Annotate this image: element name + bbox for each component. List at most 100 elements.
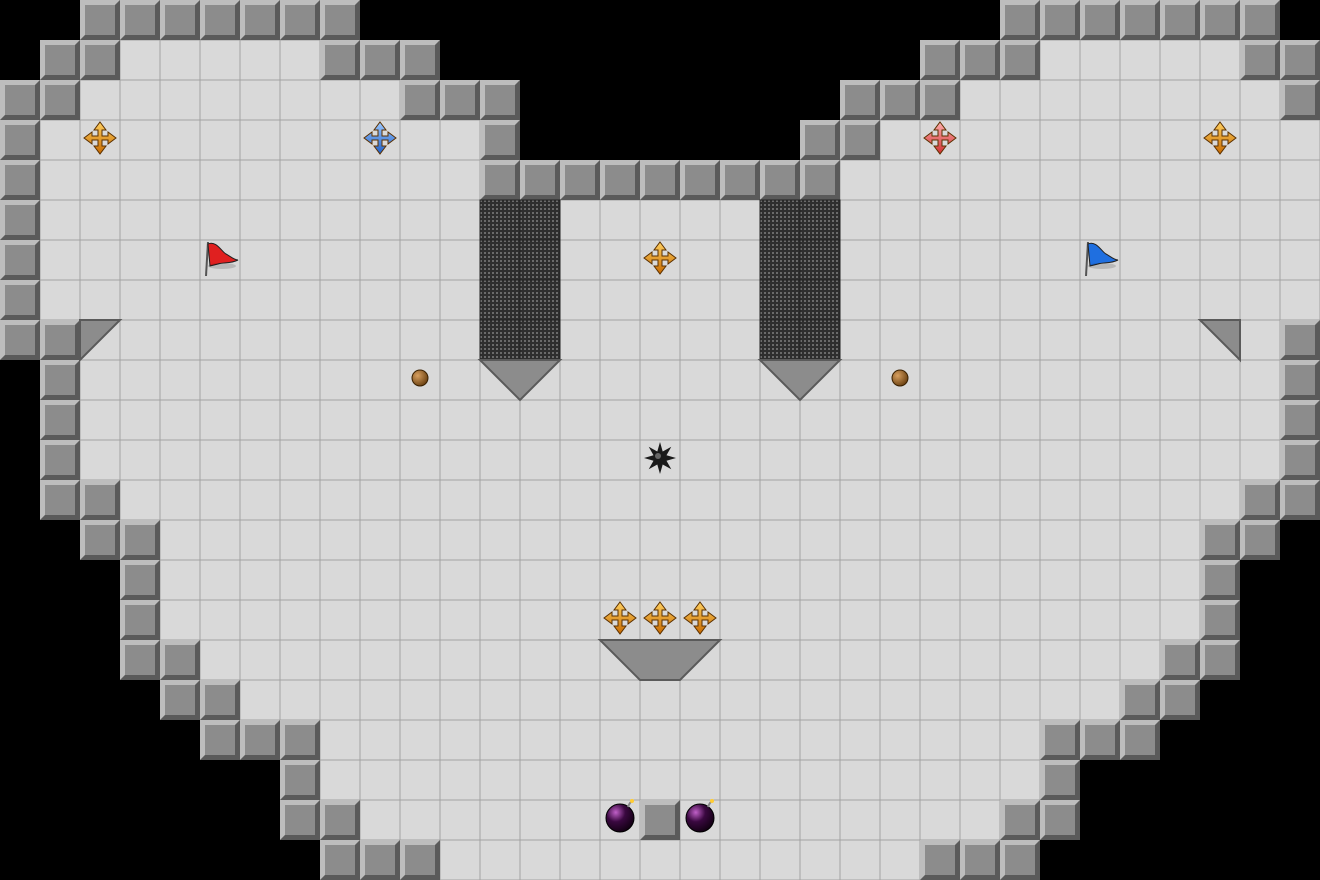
floor-tile — [759, 839, 801, 880]
floor-tile — [999, 119, 1041, 161]
floor-tile — [919, 239, 961, 281]
wall-block — [1200, 600, 1240, 640]
wall-block — [40, 360, 80, 400]
wall-block — [640, 160, 680, 200]
floor-tile — [239, 399, 281, 441]
wall-block — [1280, 80, 1320, 120]
floor-tile — [1039, 39, 1081, 81]
floor-tile — [519, 679, 561, 721]
floor-tile — [399, 439, 441, 481]
floor-tile — [199, 79, 241, 121]
floor-tile — [439, 319, 481, 361]
floor-tile — [879, 559, 921, 601]
wall-block — [1160, 0, 1200, 40]
floor-tile — [1199, 159, 1241, 201]
wall-block — [160, 640, 200, 680]
floor-tile — [999, 399, 1041, 441]
wall-block — [0, 160, 40, 200]
floor-tile — [399, 319, 441, 361]
floor-tile — [1039, 479, 1081, 521]
wall-block — [240, 0, 280, 40]
floor-tile — [1159, 559, 1201, 601]
floor-tile — [319, 679, 361, 721]
wall-block — [1000, 800, 1040, 840]
floor-tile — [879, 119, 921, 161]
floor-tile — [759, 559, 801, 601]
floor-tile — [839, 719, 881, 761]
floor-tile — [999, 359, 1041, 401]
floor-tile — [559, 799, 601, 841]
floor-tile — [279, 439, 321, 481]
floor-tile — [159, 359, 201, 401]
floor-tile — [199, 159, 241, 201]
floor-tile — [1199, 39, 1241, 81]
floor-tile — [959, 279, 1001, 321]
boost-ball-icon — [411, 369, 429, 387]
wall-block — [320, 840, 360, 880]
floor-tile — [1119, 559, 1161, 601]
floor-tile — [639, 279, 681, 321]
wall-block — [1080, 0, 1120, 40]
floor-tile — [239, 599, 281, 641]
floor-tile — [119, 39, 161, 81]
floor-tile — [439, 359, 481, 401]
floor-tile — [959, 239, 1001, 281]
floor-tile — [399, 599, 441, 641]
wall-block — [160, 0, 200, 40]
floor-tile — [1239, 439, 1281, 481]
arrow-pad-orange-icon — [1203, 121, 1237, 155]
floor-tile — [439, 519, 481, 561]
floor-tile — [239, 439, 281, 481]
floor-tile — [1199, 199, 1241, 241]
floor-tile — [959, 679, 1001, 721]
floor-tile — [559, 519, 601, 561]
floor-tile — [719, 239, 761, 281]
floor-tile — [1079, 439, 1121, 481]
floor-tile — [839, 559, 881, 601]
floor-tile — [399, 159, 441, 201]
wall-block — [320, 40, 360, 80]
floor-tile — [839, 679, 881, 721]
floor-tile — [1239, 79, 1281, 121]
floor-tile — [479, 479, 521, 521]
floor-tile — [919, 279, 961, 321]
mesh-grate — [799, 239, 841, 281]
floor-tile — [359, 399, 401, 441]
floor-tile — [1039, 279, 1081, 321]
floor-tile — [719, 799, 761, 841]
floor-tile — [959, 439, 1001, 481]
floor-tile — [559, 479, 601, 521]
floor-tile — [599, 519, 641, 561]
floor-tile — [879, 399, 921, 441]
floor-tile — [279, 199, 321, 241]
floor-tile — [279, 39, 321, 81]
arrow-pad-orange-icon — [643, 601, 677, 635]
floor-tile — [1159, 119, 1201, 161]
floor-tile — [319, 119, 361, 161]
floor-tile — [399, 519, 441, 561]
floor-tile — [679, 559, 721, 601]
floor-tile — [119, 319, 161, 361]
floor-tile — [599, 439, 641, 481]
wall-block — [800, 160, 840, 200]
wall-block — [480, 160, 520, 200]
mesh-grate — [479, 279, 521, 321]
floor-tile — [679, 519, 721, 561]
wall-block — [200, 0, 240, 40]
floor-tile — [359, 439, 401, 481]
wall-block — [280, 0, 320, 40]
floor-tile — [119, 479, 161, 521]
mesh-grate — [479, 319, 521, 361]
floor-tile — [439, 199, 481, 241]
floor-tile — [959, 479, 1001, 521]
floor-tile — [719, 639, 761, 681]
wall-block — [1240, 480, 1280, 520]
floor-tile — [439, 279, 481, 321]
floor-tile — [239, 79, 281, 121]
floor-tile — [919, 719, 961, 761]
wall-block — [1000, 840, 1040, 880]
wall-block — [1200, 640, 1240, 680]
floor-tile — [1159, 599, 1201, 641]
floor-tile — [1199, 239, 1241, 281]
